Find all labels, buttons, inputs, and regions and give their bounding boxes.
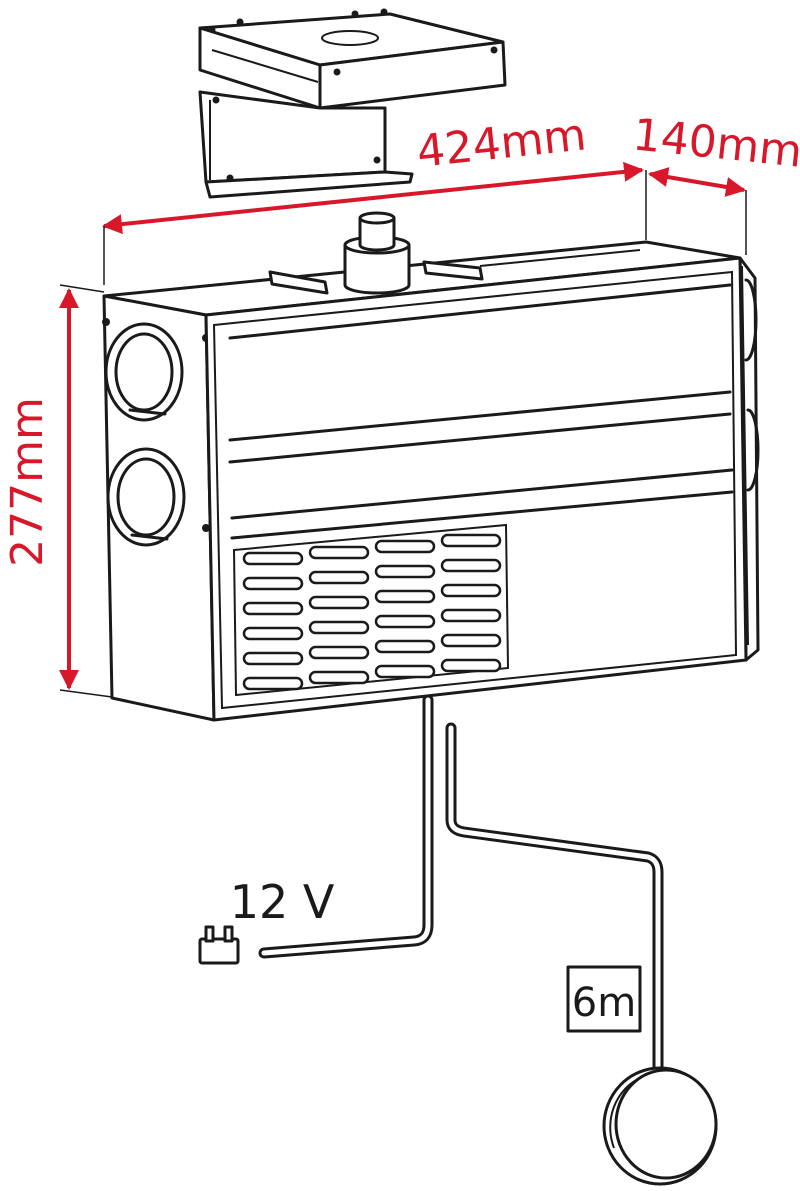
air-outlet-upper — [104, 322, 184, 422]
depth-dimension-line — [648, 167, 746, 197]
extension-line — [59, 284, 105, 293]
round-controller-icon — [602, 1066, 718, 1186]
depth-label: 140mm — [630, 109, 800, 177]
controller-cable — [445, 722, 664, 1086]
air-outlet-lower — [106, 447, 186, 547]
width-dimension-line — [102, 161, 644, 235]
width-label: 424mm — [414, 109, 588, 177]
fuse-plug-icon — [198, 925, 240, 965]
cable-length-label: 6m — [572, 980, 636, 1026]
power-cable — [258, 694, 434, 959]
vent-grille — [242, 533, 502, 691]
extension-line — [59, 689, 113, 698]
heater-unit-icon — [102, 211, 760, 722]
depth-dimension: 140mm — [630, 109, 800, 255]
voltage-label: 12 V — [230, 875, 335, 929]
height-label: 277mm — [2, 397, 53, 567]
cable-length-tag: 6m — [566, 965, 642, 1033]
height-dimension: 277mm — [2, 284, 113, 698]
